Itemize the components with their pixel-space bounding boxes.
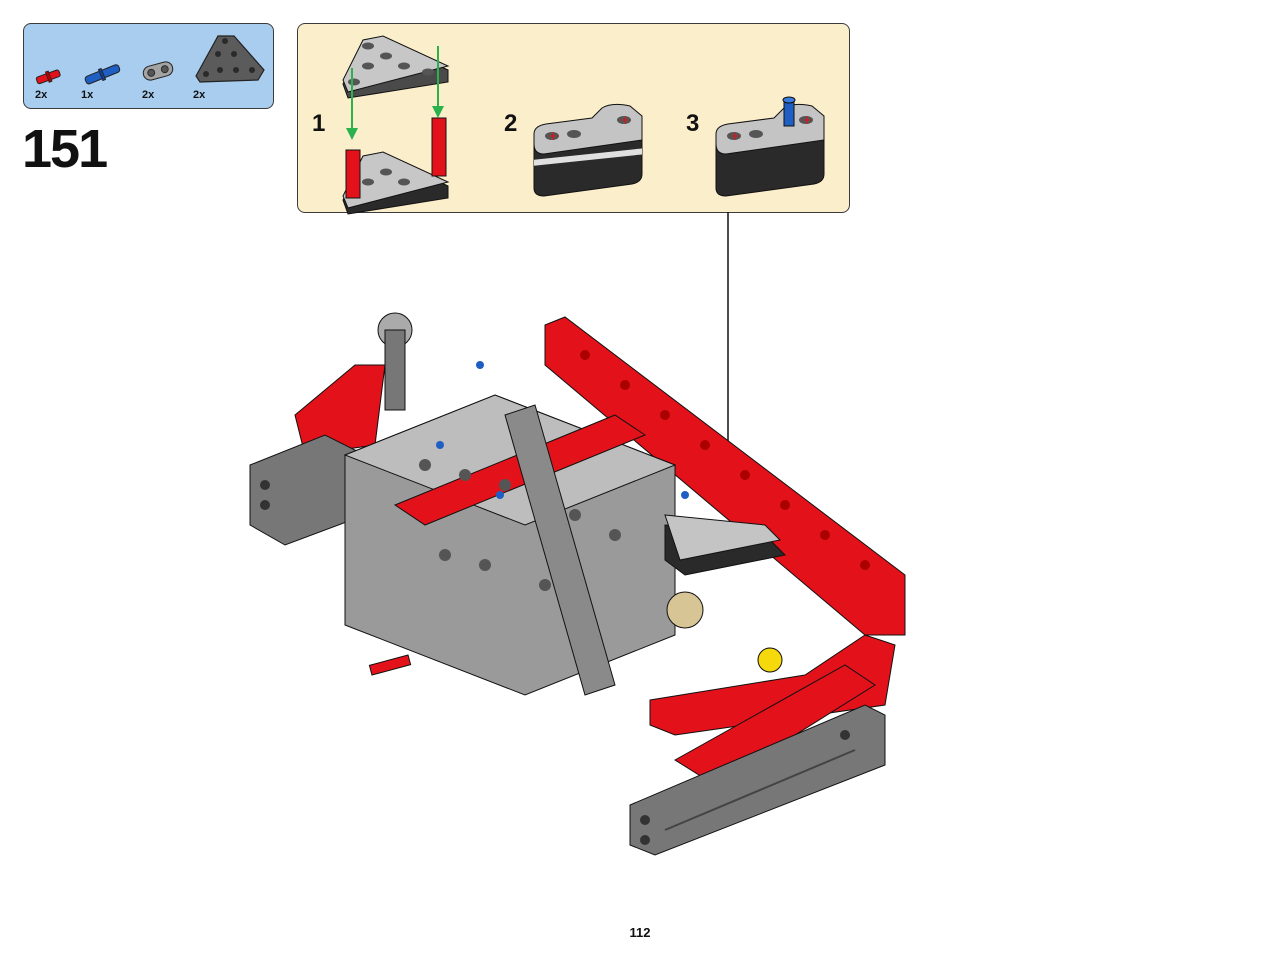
sub-step-3-illustration: + + [715,96,825,197]
sub-step-1-illustration [342,35,450,215]
sub-step-1-number: 1 [312,110,326,137]
insert-arrows [346,46,444,140]
main-model-illustration [249,312,906,856]
svg-text:+: + [730,129,740,143]
triangle-liftarm-icon [195,35,265,83]
sub-step-2-number: 2 [504,110,518,137]
gray-liftarm-quantity: 2x [142,89,155,101]
svg-text:+: + [802,113,812,127]
blue-pin-quantity: 1x [81,89,94,101]
page-number: 112 [629,925,651,940]
blue-axle-pin-icon [84,64,121,85]
sub-step-3-number: 3 [686,110,700,137]
svg-text:+: + [620,113,630,127]
sub-assembly-box: 1 2 3 [297,23,850,215]
parts-list-box: 2x 1x 2x [23,23,274,109]
sub-step-2-illustration: + + [533,103,643,197]
gray-liftarm-icon [142,61,174,81]
red-pin-quantity: 2x [35,89,48,101]
triangle-liftarm-quantity: 2x [193,89,206,101]
svg-text:+: + [548,129,558,143]
red-axle-pin-icon [35,69,61,85]
top-triangle-liftarm [342,35,450,99]
bottom-triangle-liftarm [342,117,450,215]
step-number: 151 [22,119,108,179]
